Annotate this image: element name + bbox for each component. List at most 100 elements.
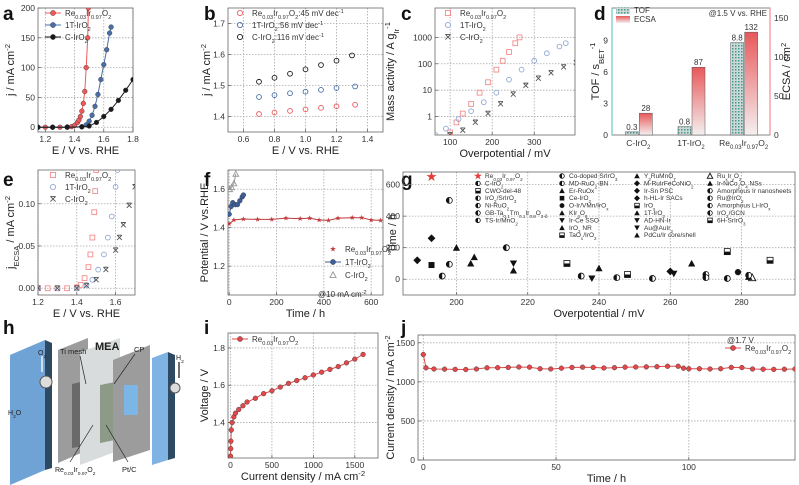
anode-catalyst-label: Re0.03Ir0.97O2 — [55, 467, 96, 477]
y-tick-label: 500 — [401, 416, 415, 426]
data-point — [493, 66, 500, 73]
data-point — [271, 74, 278, 81]
x-axis-label: Overpotential / mV — [553, 308, 645, 320]
annotation: @1.7 V — [727, 336, 754, 345]
data-point — [79, 108, 85, 114]
plot-frame — [227, 332, 379, 459]
legend-marker — [475, 180, 481, 187]
series-0 — [256, 101, 358, 117]
data-point — [103, 266, 109, 273]
data-point — [512, 40, 519, 47]
data-point — [302, 66, 309, 73]
data-point — [256, 111, 262, 117]
data-point-9 — [470, 253, 478, 261]
data-point — [297, 215, 303, 221]
data-point — [360, 351, 366, 358]
data-point — [459, 110, 466, 117]
data-point — [74, 285, 80, 291]
legend-marker — [707, 188, 713, 194]
y-tick-label: 10 — [423, 85, 433, 95]
legend-marker — [474, 171, 482, 180]
data-point-28 — [723, 275, 731, 282]
data-point-10 — [428, 262, 435, 269]
x-axis-label: Time / h — [286, 308, 325, 320]
data-point — [234, 202, 241, 208]
o2-label: O2 — [38, 350, 46, 360]
legend-label: PdCu/Ir core/shell — [644, 232, 696, 239]
marker-fill — [559, 235, 565, 238]
bar-value-label: 132 — [744, 23, 758, 32]
data-point — [771, 366, 777, 372]
legend-marker — [475, 217, 481, 224]
data-point — [271, 109, 278, 116]
data-point — [228, 453, 234, 458]
data-point-23 — [670, 270, 678, 278]
plot-frame — [402, 171, 796, 296]
x-tick-label: 600 — [364, 297, 378, 307]
legend-marker — [634, 180, 640, 187]
data-point — [95, 91, 101, 98]
data-point — [240, 403, 246, 409]
legend-marker — [559, 232, 565, 238]
data-point — [302, 375, 308, 381]
marker-fill — [446, 197, 450, 204]
series-line — [259, 105, 355, 114]
data-point — [114, 170, 121, 173]
panel-label-j: j — [400, 318, 406, 339]
legend-label: M-RuIrFeCoNiO2 — [644, 180, 694, 189]
data-point — [101, 113, 107, 120]
data-point — [792, 366, 795, 372]
data-point — [480, 99, 487, 106]
series-2 — [38, 184, 135, 291]
x-tick-label: 400 — [317, 297, 331, 307]
data-point — [283, 215, 289, 221]
marker-fill — [475, 218, 478, 223]
data-point — [335, 215, 341, 221]
bar-tof — [625, 131, 639, 136]
data-point — [44, 285, 51, 292]
data-point — [349, 52, 355, 59]
data-point — [435, 132, 439, 135]
data-point — [333, 85, 340, 91]
panel-label-b: b — [204, 4, 216, 25]
data-point — [85, 264, 92, 270]
data-point — [497, 101, 504, 107]
plot-frame — [37, 7, 134, 133]
data-point — [228, 185, 234, 193]
legend-marker — [559, 225, 565, 231]
marker-fill — [559, 181, 562, 186]
cathode-port — [169, 382, 181, 394]
x-tick-label: 500 — [265, 460, 279, 470]
data-point — [85, 35, 91, 41]
y-axis-label: Potential / V vs.RHE — [199, 183, 211, 283]
data-point — [306, 215, 313, 221]
data-point — [240, 192, 246, 198]
bar-value-label: 0.8 — [679, 118, 691, 127]
series-line — [230, 354, 364, 457]
legend-label: 1T-IrO2 — [460, 21, 486, 33]
series-2 — [228, 170, 240, 193]
y-axis-label: Current density / mA cm-2 — [383, 335, 398, 459]
legend-marker — [475, 210, 481, 216]
x-axis-label: Overpotential / mV — [459, 148, 551, 160]
data-point — [302, 106, 309, 113]
legend-marker — [559, 188, 565, 194]
legend-marker — [50, 195, 56, 202]
panel-label-i: i — [204, 318, 209, 339]
marker-fill — [702, 274, 706, 281]
legend-label: O-Ir/VMn/IrOx — [569, 203, 609, 212]
bar-value-label: 28 — [641, 104, 650, 113]
x-tick-label: 0.6 — [238, 134, 250, 144]
x-tick-label: 1.8 — [127, 134, 139, 144]
y-tick-label: 200 — [386, 243, 400, 253]
y-tick-label: 400 — [386, 211, 400, 221]
marker-fill — [475, 190, 481, 194]
legend-label: 1T-IrO2 — [345, 258, 371, 270]
legend-marker — [634, 218, 640, 224]
anode-endplate — [10, 340, 45, 485]
y-tick-label: 50 — [26, 92, 36, 102]
legend-marker — [50, 34, 56, 40]
plot-frame — [417, 334, 796, 461]
